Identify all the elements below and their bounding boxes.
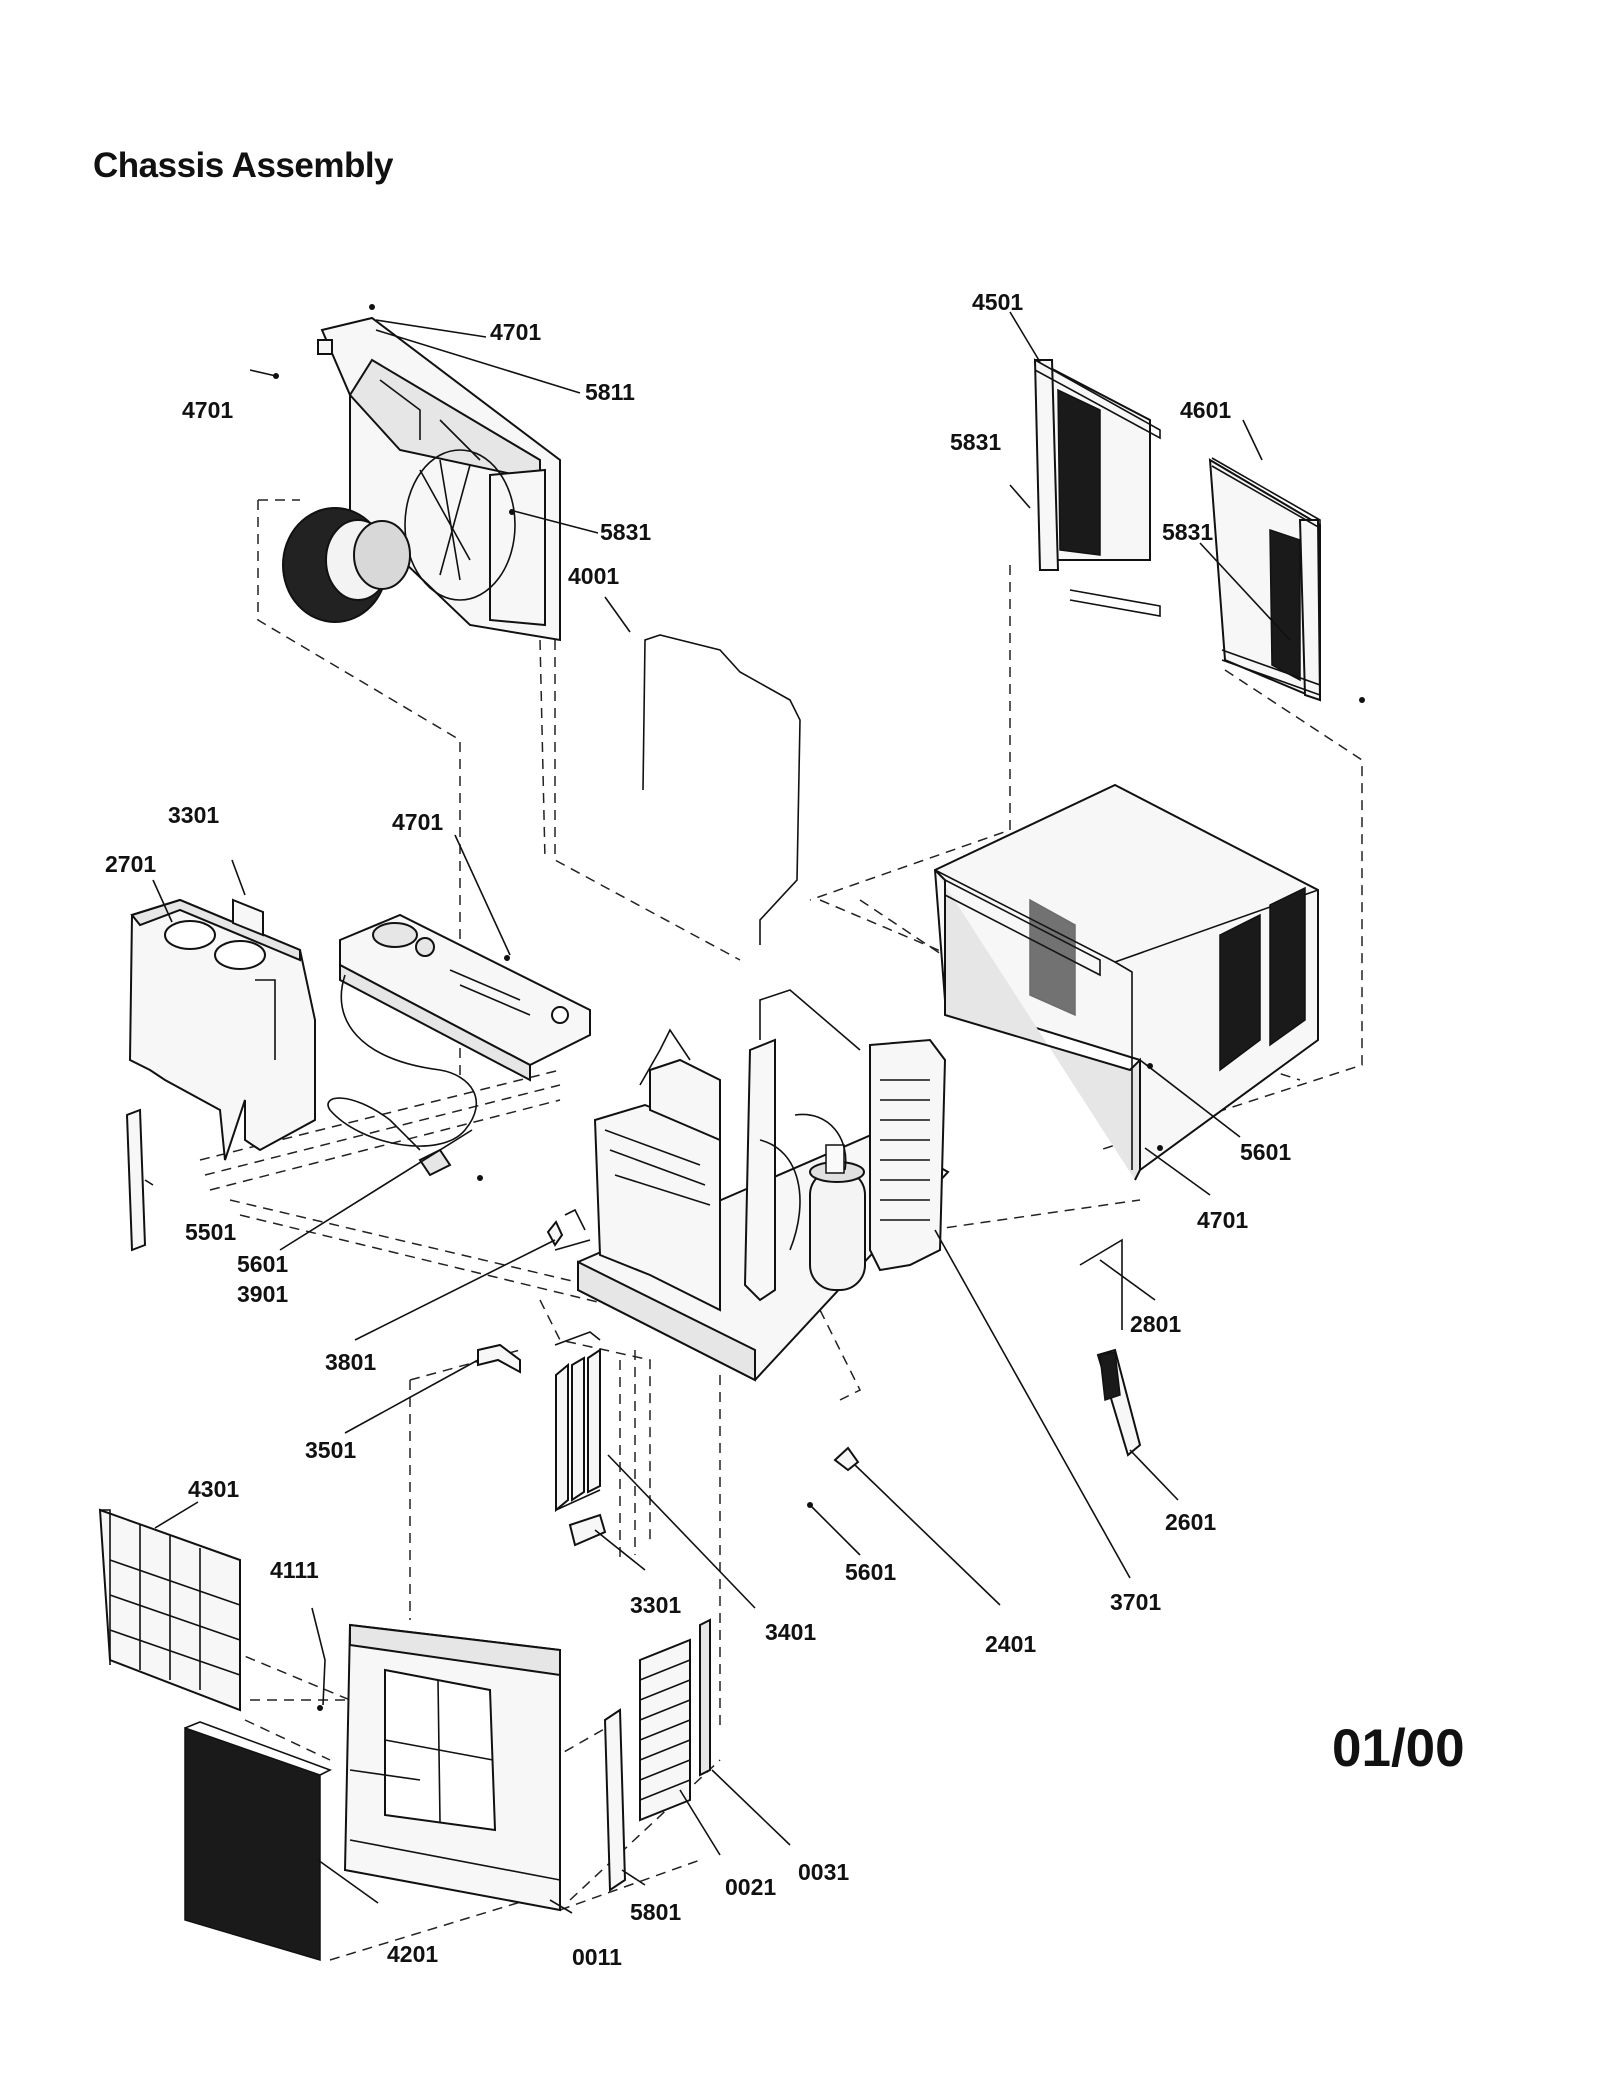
label-2401: 2401 (985, 1631, 1036, 1657)
diagram-title: Chassis Assembly (93, 146, 394, 185)
cover-panel-2601 (1096, 1348, 1142, 1457)
label-5601-cab: 5601 (1240, 1139, 1291, 1165)
label-4701-left: 4701 (182, 397, 233, 423)
label-4601: 4601 (1180, 397, 1231, 423)
rear-side-grille-4501 (1033, 358, 1161, 617)
insulation-rail-4001 (642, 634, 801, 945)
label-3401: 3401 (765, 1619, 816, 1645)
clip-3801 (546, 1220, 564, 1247)
compressor (809, 1144, 866, 1291)
leader-lines (144, 311, 1291, 1914)
label-4701-ctrl: 4701 (392, 809, 443, 835)
label-5811: 5811 (585, 379, 635, 405)
wire-rod-2801 (1079, 1238, 1123, 1330)
label-0011: 0011 (572, 1944, 622, 1970)
louver-assembly-0021 (639, 1638, 691, 1822)
bracket-3301-bottom (568, 1513, 607, 1547)
label-0031: 0031 (798, 1859, 849, 1885)
blower-wheel (282, 507, 411, 623)
label-5501: 5501 (185, 1219, 236, 1245)
control-housing-2701 (128, 898, 316, 1161)
label-4111: 4111 (270, 1557, 319, 1583)
side-strip-5801 (603, 1708, 627, 1892)
assembly-guide-lines (199, 470, 1363, 1961)
label-4701-cab: 4701 (1197, 1207, 1248, 1233)
label-4501: 4501 (972, 289, 1023, 315)
side-grille-4601 (1208, 457, 1322, 702)
label-5601-bottom: 5601 (845, 1559, 896, 1585)
heater-bracket-3501 (477, 1343, 521, 1374)
label-4001: 4001 (568, 563, 619, 589)
label-3501: 3501 (305, 1437, 356, 1463)
label-4201: 4201 (387, 1941, 438, 1967)
label-5831-a: 5831 (950, 429, 1001, 455)
evaporator-heater-3401 (554, 1331, 601, 1513)
drain-pan-2401 (833, 1446, 860, 1472)
label-3301-bottom: 3301 (630, 1592, 681, 1618)
label-4301: 4301 (188, 1476, 239, 1502)
label-2801: 2801 (1130, 1311, 1181, 1337)
front-panel-0011 (343, 1623, 561, 1912)
base-pan-compressor-chassis (554, 989, 950, 1382)
label-5831-b: 5831 (1162, 519, 1213, 545)
label-0021: 0021 (725, 1874, 776, 1900)
seal-strip-5501 (125, 1108, 147, 1252)
label-3701: 3701 (1110, 1589, 1161, 1615)
bracket-3301-top (232, 898, 264, 937)
air-filter-4301 (98, 1508, 241, 1712)
label-3801: 3801 (325, 1349, 376, 1375)
label-5601-cord: 5601 (237, 1251, 288, 1277)
part-number-labels: 4701 5811 4701 5831 4501 5831 4601 5831 … (105, 289, 1291, 1970)
label-3901: 3901 (237, 1281, 288, 1307)
blower-shroud-assembly (282, 316, 561, 642)
label-5801: 5801 (630, 1899, 681, 1925)
label-2601: 2601 (1165, 1509, 1216, 1535)
revision-code: 01/00 (1332, 1719, 1465, 1778)
outer-cabinet (933, 783, 1319, 1181)
front-grille-4201 (184, 1721, 333, 1962)
fasteners (273, 304, 1365, 1711)
label-2701: 2701 (105, 851, 156, 877)
label-4701-top: 4701 (490, 319, 541, 345)
label-3301-top: 3301 (168, 802, 219, 828)
label-5831-blower: 5831 (600, 519, 651, 545)
control-panel-assembly (327, 913, 591, 1177)
side-strip-0031 (699, 1618, 711, 1777)
